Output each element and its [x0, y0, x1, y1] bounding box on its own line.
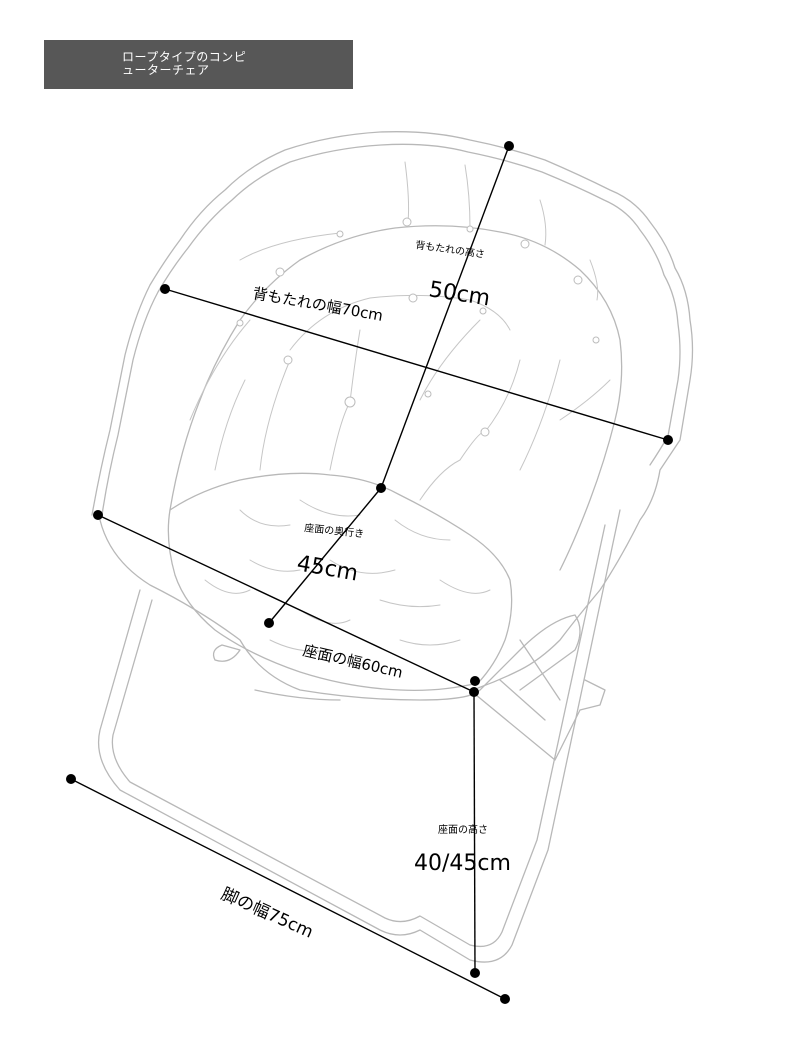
endpoint-dot [264, 618, 274, 628]
dimension-endpoints [66, 141, 673, 1004]
product-title-banner: ロープタイプのコンピ ューターチェア [44, 40, 353, 89]
seat-depth-line [268, 487, 382, 624]
product-title-line-1: ロープタイプのコンピ [122, 50, 247, 64]
seat-height-label: 座面の高さ [438, 823, 488, 836]
endpoint-dot [470, 676, 480, 686]
dimension-labels: 背もたれの高さ 50cm 背もたれの幅70cm 座面の奥行き 45cm 座面の幅… [218, 238, 511, 943]
seat-height-line [473, 691, 476, 974]
product-title-line-2: ューターチェア [122, 63, 210, 77]
backrest-height-label: 背もたれの高さ [415, 238, 486, 261]
endpoint-dot [469, 687, 479, 697]
endpoint-dot [160, 284, 170, 294]
chair-illustration [91, 131, 694, 963]
leg-width-label: 脚の幅75cm [218, 884, 316, 942]
leg-width-line [70, 778, 506, 1000]
seat-underside [99, 519, 581, 701]
backrest-height-value: 50cm [427, 277, 492, 311]
dimension-lines [70, 145, 669, 1000]
endpoint-dot [500, 994, 510, 1004]
backrest-outline [91, 131, 694, 689]
endpoint-dot [470, 968, 480, 978]
endpoint-dot [663, 435, 673, 445]
seat-depth-label: 座面の奥行き [304, 521, 365, 540]
endpoint-dot [504, 141, 514, 151]
backrest-height-line [380, 145, 510, 489]
backrest-width-line [164, 288, 669, 441]
endpoint-dot [93, 510, 103, 520]
backrest-width-label: 背もたれの幅70cm [251, 284, 384, 325]
seat-height-value: 40/45cm [414, 851, 511, 876]
seat-width-line [97, 514, 475, 693]
backrest-quilting [169, 161, 623, 571]
chair-leg-frame [97, 509, 621, 963]
endpoint-dot [66, 774, 76, 784]
seat-width-label: 座面の幅60cm [301, 641, 404, 681]
seat-depth-value: 45cm [295, 551, 360, 586]
endpoint-dot [376, 483, 386, 493]
